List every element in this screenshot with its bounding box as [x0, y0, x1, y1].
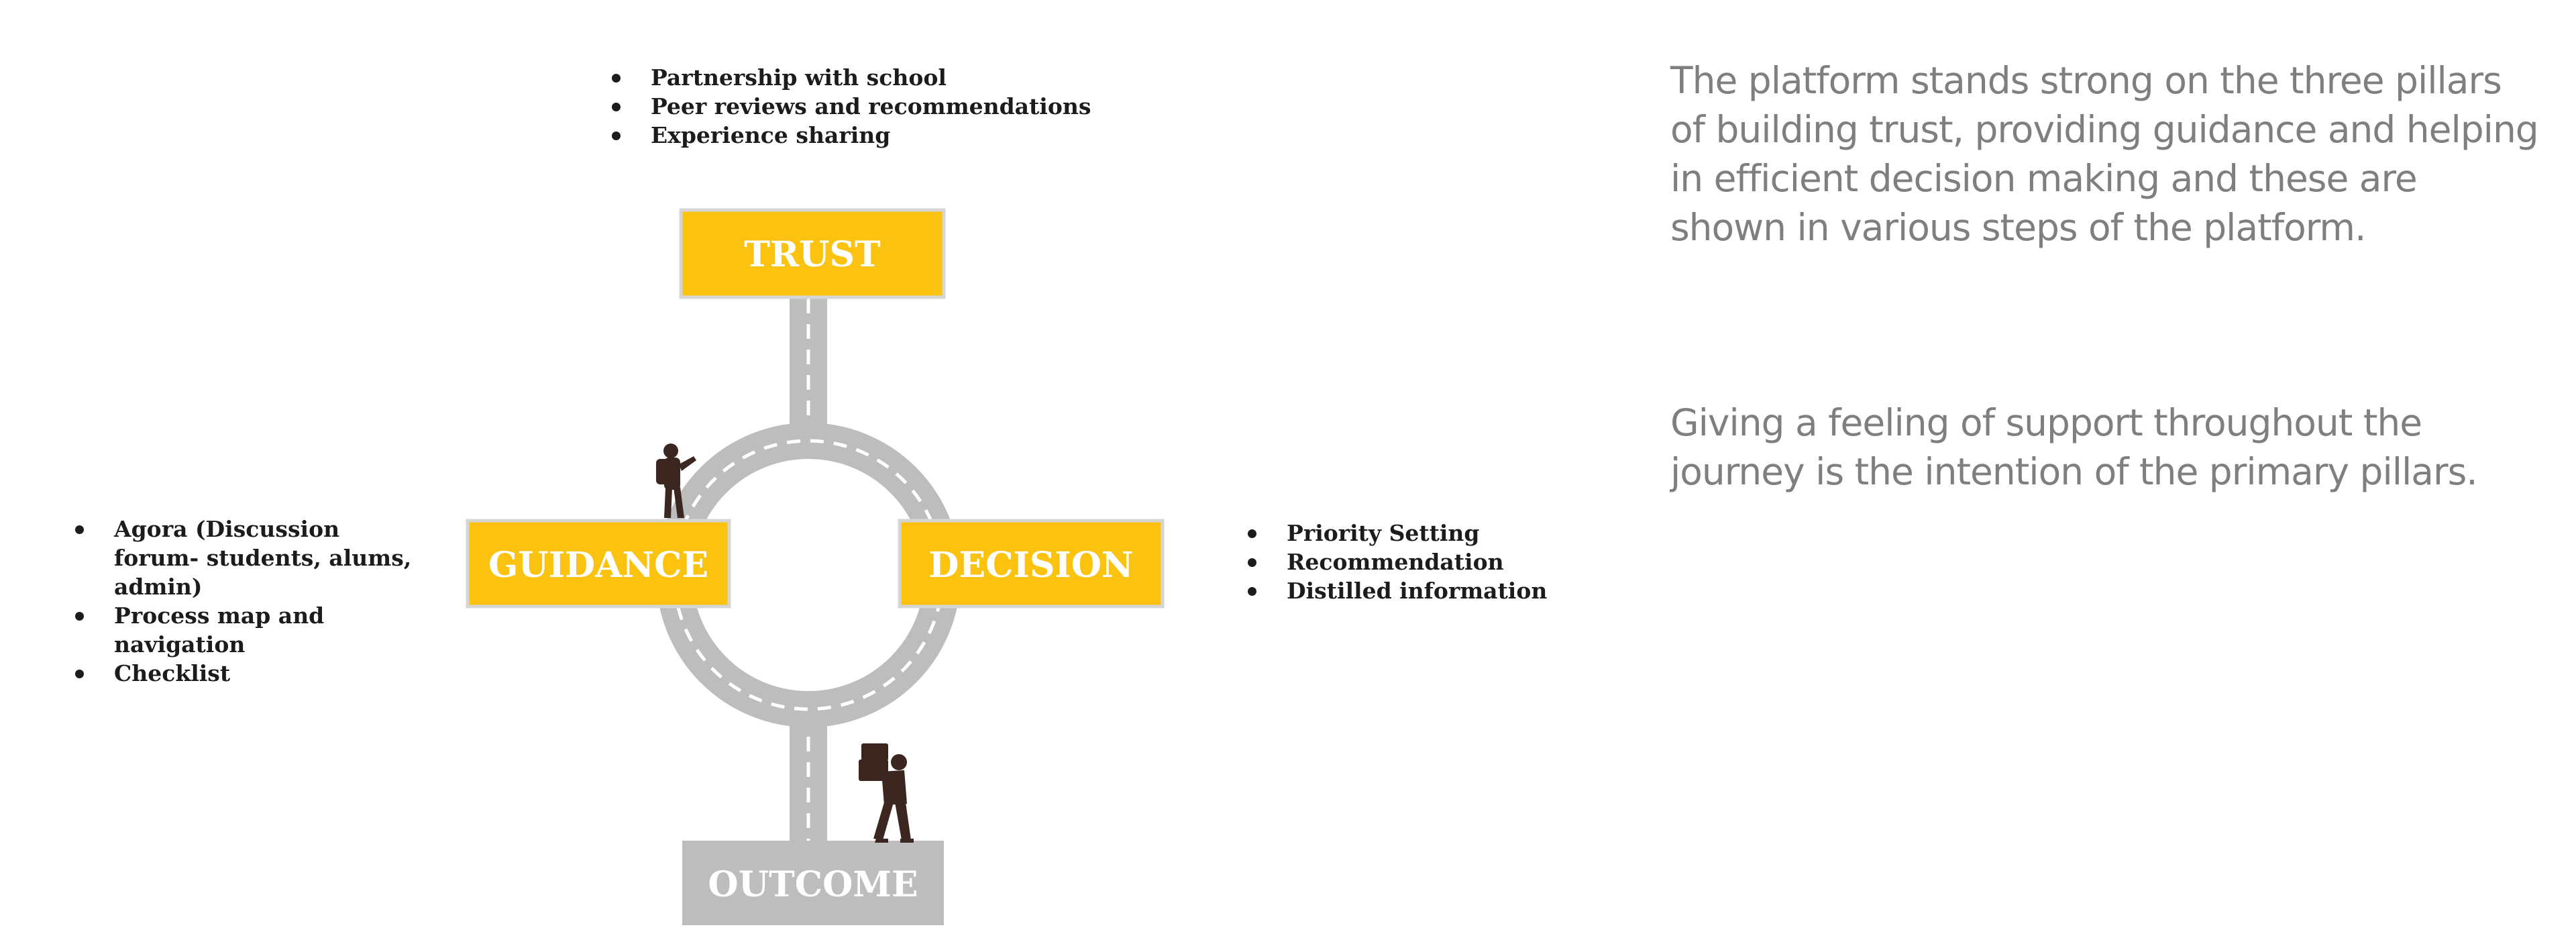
decision-point: Priority Setting	[1246, 519, 1547, 547]
decision-point: Recommendation	[1246, 547, 1547, 576]
trust-point: Peer reviews and recommendations	[610, 92, 1091, 121]
support-paragraph: Giving a feeling of support throughout t…	[1670, 401, 2478, 493]
guidance-label: GUIDANCE	[488, 545, 708, 586]
guidance-pillar: GUIDANCE	[466, 519, 731, 609]
intro-paragraph: The platform stands strong on the three …	[1670, 59, 2539, 249]
decision-label: DECISION	[928, 545, 1133, 586]
outcome-pillar: OUTCOME	[682, 841, 944, 925]
decision-point: Distilled information	[1246, 576, 1547, 605]
trust-points-list: Partnership with school Peer reviews and…	[610, 63, 1091, 150]
guidance-point: Checklist	[74, 659, 423, 688]
decision-points-list: Priority Setting Recommendation Distille…	[1246, 519, 1547, 605]
person-carrying-boxes-icon	[859, 743, 914, 843]
decision-pillar: DECISION	[898, 519, 1165, 609]
trust-label: TRUST	[744, 234, 881, 275]
traveller-with-backpack-icon	[656, 443, 696, 518]
trust-point: Partnership with school	[610, 63, 1091, 92]
guidance-point: Agora (Discussion forum- students, alums…	[74, 515, 423, 601]
trust-pillar: TRUST	[679, 208, 946, 299]
outcome-label: OUTCOME	[708, 864, 918, 905]
guidance-point: Process map and navigation	[74, 601, 423, 659]
trust-point: Experience sharing	[610, 121, 1091, 150]
guidance-points-list: Agora (Discussion forum- students, alums…	[74, 515, 423, 688]
